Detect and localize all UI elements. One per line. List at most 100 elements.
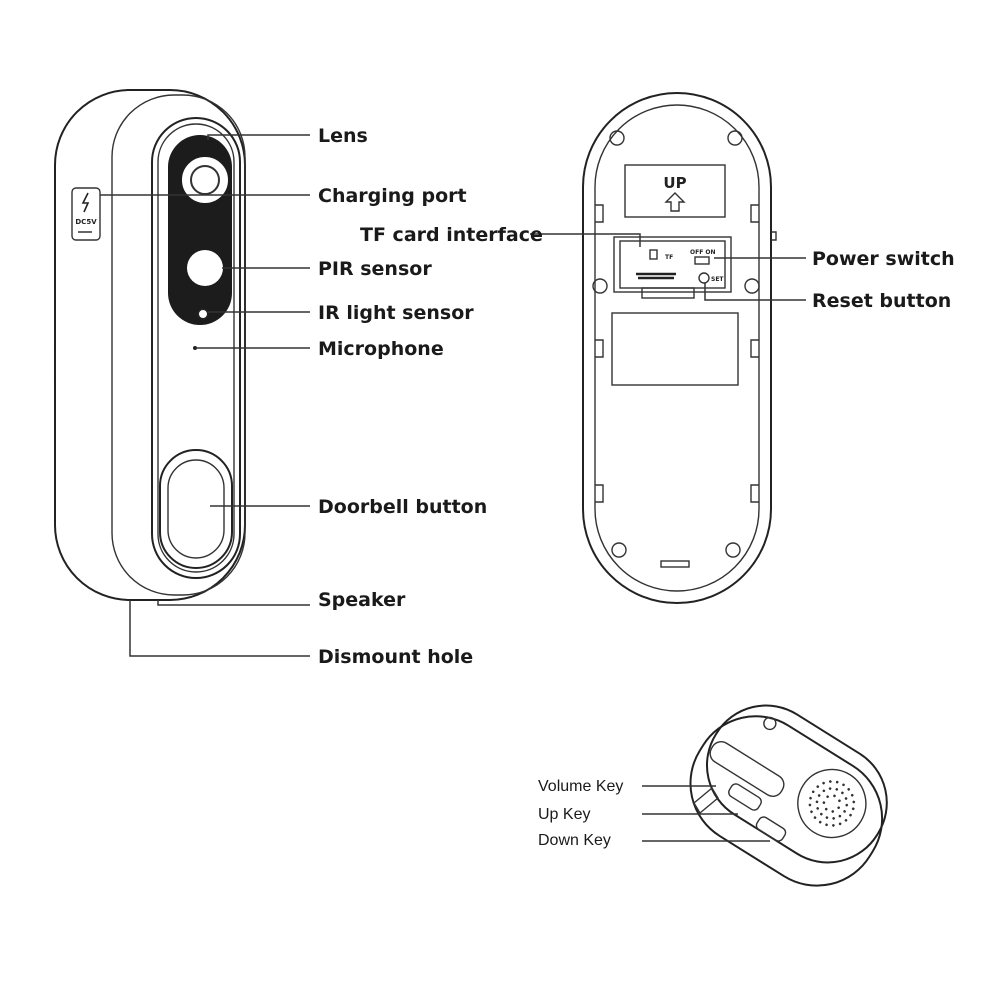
doorbell-button [167, 459, 225, 559]
bottom-slot [660, 560, 690, 568]
grille-dot [838, 799, 841, 803]
grille-dot [849, 813, 852, 817]
clip [750, 484, 759, 503]
microphone-hole [193, 346, 197, 350]
label-dismount-hole: Dismount hole [318, 646, 473, 668]
side-tab [771, 231, 777, 241]
label-power-switch: Power switch [812, 248, 955, 270]
screw-hole [611, 542, 627, 558]
lock-icon [694, 256, 710, 265]
clip [595, 339, 604, 358]
leader-dismount-hole [129, 600, 310, 657]
tf-compartment [613, 236, 732, 293]
label-reset-button: Reset button [812, 290, 951, 312]
label-up-key: Up Key [538, 806, 590, 823]
grille-dot [833, 794, 836, 798]
label-doorbell-button: Doorbell button [318, 496, 487, 518]
clip [750, 204, 759, 223]
switch-label: OFF ON [690, 249, 716, 256]
doorbell-back-view: UP TF OFF ON SET TF card interface Power… [360, 92, 955, 604]
grille-dot [832, 817, 835, 820]
grille-dot [825, 816, 829, 819]
speaker-grille [797, 768, 867, 839]
doorbell-button-ring [159, 449, 233, 569]
sd-card-icon [649, 249, 658, 260]
grille-dot [844, 797, 848, 800]
grille-dot [822, 781, 825, 785]
leader-speaker [157, 600, 310, 606]
chime-plug [693, 786, 719, 815]
back-inner-edge [594, 104, 760, 592]
chime-keys [693, 741, 787, 842]
grille-dot [822, 801, 826, 804]
lens-inner [190, 165, 220, 195]
screw-hole [592, 278, 608, 294]
doorbell-front-view: DC5V Lens Charging port PIR sensor IR li… [54, 89, 487, 668]
grille-dot [829, 780, 832, 783]
label-speaker: Speaker [318, 589, 406, 611]
grille-dot [847, 788, 851, 791]
grille-dot [835, 780, 839, 784]
leader-tf-card [530, 233, 641, 247]
grille-dot [815, 800, 819, 804]
grille-dot [835, 788, 839, 791]
grille-dot [831, 810, 835, 813]
grille-dot [813, 816, 817, 819]
chime-top [705, 704, 888, 864]
screw-hole [725, 542, 741, 558]
grille-dot [828, 787, 832, 790]
side-charging-port: DC5V [71, 187, 101, 241]
volume-key [709, 741, 785, 797]
reset-button [698, 272, 710, 284]
grille-dot [841, 791, 844, 795]
grille-dot [822, 789, 826, 793]
grille-dot [811, 790, 815, 794]
ir-light-sensor [197, 308, 209, 320]
label-tf-card-interface: TF card interface [360, 224, 543, 246]
screw-hole [744, 278, 760, 294]
clip [595, 204, 604, 223]
doorbell-face-edge [111, 94, 246, 596]
up-arrow-icon [664, 192, 686, 212]
port-cover [71, 187, 101, 241]
tf-card-slot [636, 272, 676, 280]
grille-dot [832, 824, 835, 827]
lightning-icon [81, 192, 90, 213]
chime-indicator [763, 716, 777, 731]
grille-dot [824, 807, 828, 811]
up-plate [624, 164, 726, 218]
port-label: DC5V [75, 218, 97, 226]
grille-dot [810, 810, 813, 814]
tf-slot-label: TF [665, 254, 673, 261]
grille-dot [809, 796, 812, 800]
grille-dot [816, 785, 820, 788]
pir-sensor [187, 250, 223, 286]
grille-dot [845, 803, 849, 807]
screw-hole [727, 130, 743, 146]
down-key [755, 816, 787, 842]
grille-dot [808, 803, 812, 807]
label-volume-key: Volume Key [538, 778, 623, 795]
grille-dot [843, 810, 846, 813]
up-plate-label: UP [663, 174, 686, 192]
grille-dot [837, 806, 840, 810]
label-pir-sensor: PIR sensor [318, 258, 432, 280]
grille-dot [838, 814, 842, 818]
clip [750, 339, 759, 358]
grille-dot [826, 795, 829, 798]
clip [595, 484, 604, 503]
lower-plate [611, 312, 739, 386]
screw-hole [609, 130, 625, 146]
grille-dot [816, 807, 819, 810]
back-outer-body [582, 92, 772, 604]
label-lens: Lens [318, 125, 368, 147]
grille-dot [818, 820, 822, 824]
leader-reset-button [704, 283, 806, 301]
speaker-grille-dots [808, 780, 856, 827]
grille-dot [817, 794, 821, 797]
label-charging-port: Charging port [318, 185, 467, 207]
grille-dot [838, 822, 842, 826]
grille-dot [844, 819, 848, 822]
grille-dot [850, 793, 854, 797]
